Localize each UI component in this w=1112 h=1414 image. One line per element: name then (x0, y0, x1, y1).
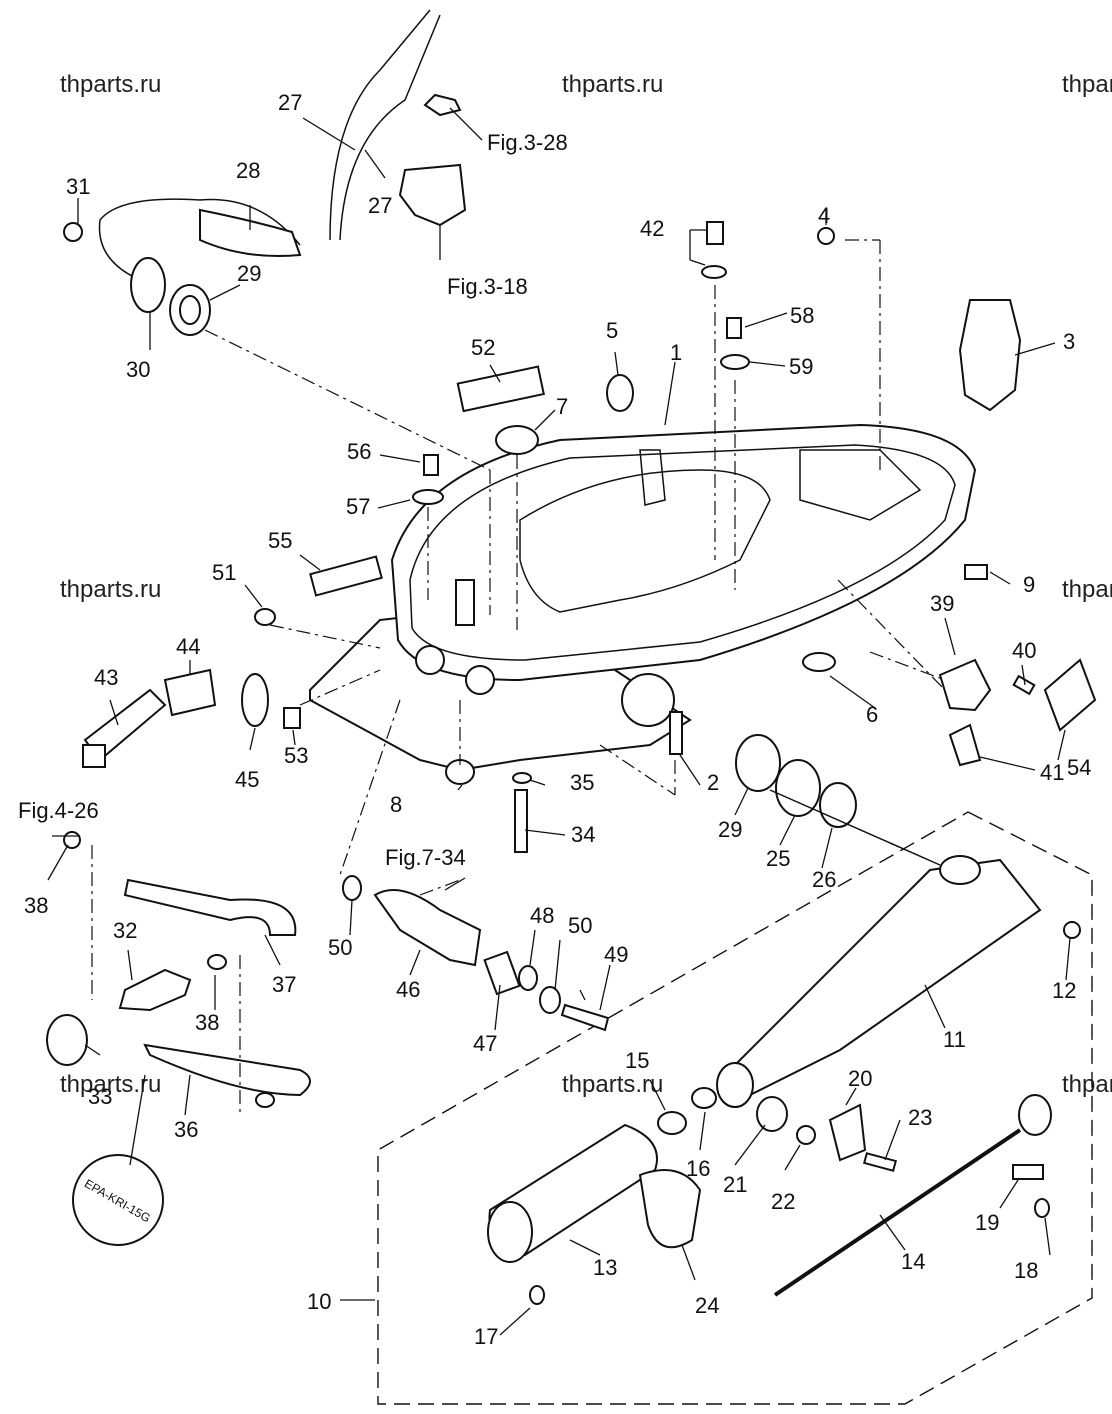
tiller-assembly-boundary (377, 811, 1093, 1405)
callout-31: 31 (66, 174, 90, 199)
callout-26: 26 (812, 867, 836, 892)
callout-5: 5 (606, 318, 618, 343)
wiring-harness (63, 9, 467, 336)
callout-51: 51 (212, 560, 236, 585)
leader-lines (47, 107, 1071, 1336)
callout-14: 14 (901, 1249, 925, 1274)
callout-42: 42 (640, 216, 664, 241)
callout-41: 41 (1040, 760, 1064, 785)
callout-numbers: 1 2 3 4 5 6 7 8 9 10 11 12 13 14 15 16 1… (24, 90, 1091, 1349)
fuel-hose-group: EPA-KRI-15G (46, 831, 311, 1246)
callout-37: 37 (272, 972, 296, 997)
callout-13: 13 (593, 1255, 617, 1280)
watermark: thparts.ru (60, 576, 161, 603)
callout-32: 32 (113, 918, 137, 943)
tiller-handle (487, 734, 1081, 1305)
callout-15: 15 (625, 1048, 649, 1073)
callout-21: 21 (723, 1172, 747, 1197)
callout-10: 10 (307, 1289, 331, 1314)
callout-29: 29 (237, 261, 261, 286)
watermark: thparts.ru (1062, 71, 1112, 98)
figure-references: Fig.3-28 Fig.3-18 Fig.4-26 Fig.7-34 (18, 130, 568, 870)
callout-45: 45 (235, 767, 259, 792)
callout-24: 24 (695, 1293, 719, 1318)
alignment-lines (91, 239, 946, 1115)
callout-40: 40 (1012, 638, 1036, 663)
callout-25: 25 (766, 846, 790, 871)
fig-ref-3-18: Fig.3-18 (447, 274, 528, 299)
watermark: thparts.ru (562, 71, 663, 98)
callout-16: 16 (686, 1156, 710, 1181)
callout-43: 43 (94, 665, 118, 690)
left-parts (82, 555, 383, 768)
callout-50: 50 (328, 935, 352, 960)
callout-46: 46 (396, 977, 420, 1002)
callout-36: 36 (174, 1117, 198, 1142)
callout-53: 53 (284, 743, 308, 768)
callout-30: 30 (126, 357, 150, 382)
callout-29: 29 (718, 817, 742, 842)
callout-49: 49 (604, 942, 628, 967)
callout-28: 28 (236, 158, 260, 183)
callout-38: 38 (24, 893, 48, 918)
callout-1: 1 (670, 340, 682, 365)
fig-ref-7-34: Fig.7-34 (385, 845, 466, 870)
callout-17: 17 (474, 1324, 498, 1349)
watermark: thparts.ru (1062, 1071, 1112, 1098)
callout-23: 23 (908, 1105, 932, 1130)
callout-8: 8 (390, 792, 402, 817)
bolts-lower (445, 652, 836, 853)
callout-58: 58 (790, 303, 814, 328)
callout-44: 44 (176, 634, 200, 659)
shift-lever-parts (342, 875, 610, 1032)
watermark: thparts.ru (1062, 576, 1112, 603)
callout-27: 27 (278, 90, 302, 115)
callout-9: 9 (1023, 572, 1035, 597)
watermark: thparts.ru (60, 71, 161, 98)
callout-50: 50 (568, 913, 592, 938)
callout-7: 7 (556, 394, 568, 419)
callout-18: 18 (1014, 1258, 1038, 1283)
callout-20: 20 (848, 1066, 872, 1091)
bottom-cowling (309, 423, 977, 772)
callout-56: 56 (347, 439, 371, 464)
callout-22: 22 (771, 1189, 795, 1214)
callout-38: 38 (195, 1010, 219, 1035)
callout-52: 52 (471, 335, 495, 360)
fig-ref-4-26: Fig.4-26 (18, 798, 99, 823)
callout-54: 54 (1067, 755, 1091, 780)
watermark: thparts.ru (562, 1071, 663, 1098)
callout-12: 12 (1052, 978, 1076, 1003)
callout-59: 59 (789, 354, 813, 379)
callout-2: 2 (707, 770, 719, 795)
callout-47: 47 (473, 1031, 497, 1056)
callout-4: 4 (818, 203, 830, 228)
callout-39: 39 (930, 591, 954, 616)
callout-27: 27 (368, 193, 392, 218)
callout-11: 11 (943, 1027, 966, 1052)
fig-ref-3-28: Fig.3-28 (487, 130, 568, 155)
callout-3: 3 (1063, 329, 1075, 354)
callout-6: 6 (866, 702, 878, 727)
callout-19: 19 (975, 1210, 999, 1235)
callout-55: 55 (268, 528, 292, 553)
bracket-3 (958, 299, 1022, 412)
right-side-parts (938, 564, 1097, 767)
callout-34: 34 (571, 822, 595, 847)
callout-48: 48 (530, 903, 554, 928)
upper-small-parts (412, 221, 835, 505)
callout-57: 57 (346, 494, 370, 519)
callout-33: 33 (88, 1084, 112, 1109)
callout-35: 35 (570, 770, 594, 795)
